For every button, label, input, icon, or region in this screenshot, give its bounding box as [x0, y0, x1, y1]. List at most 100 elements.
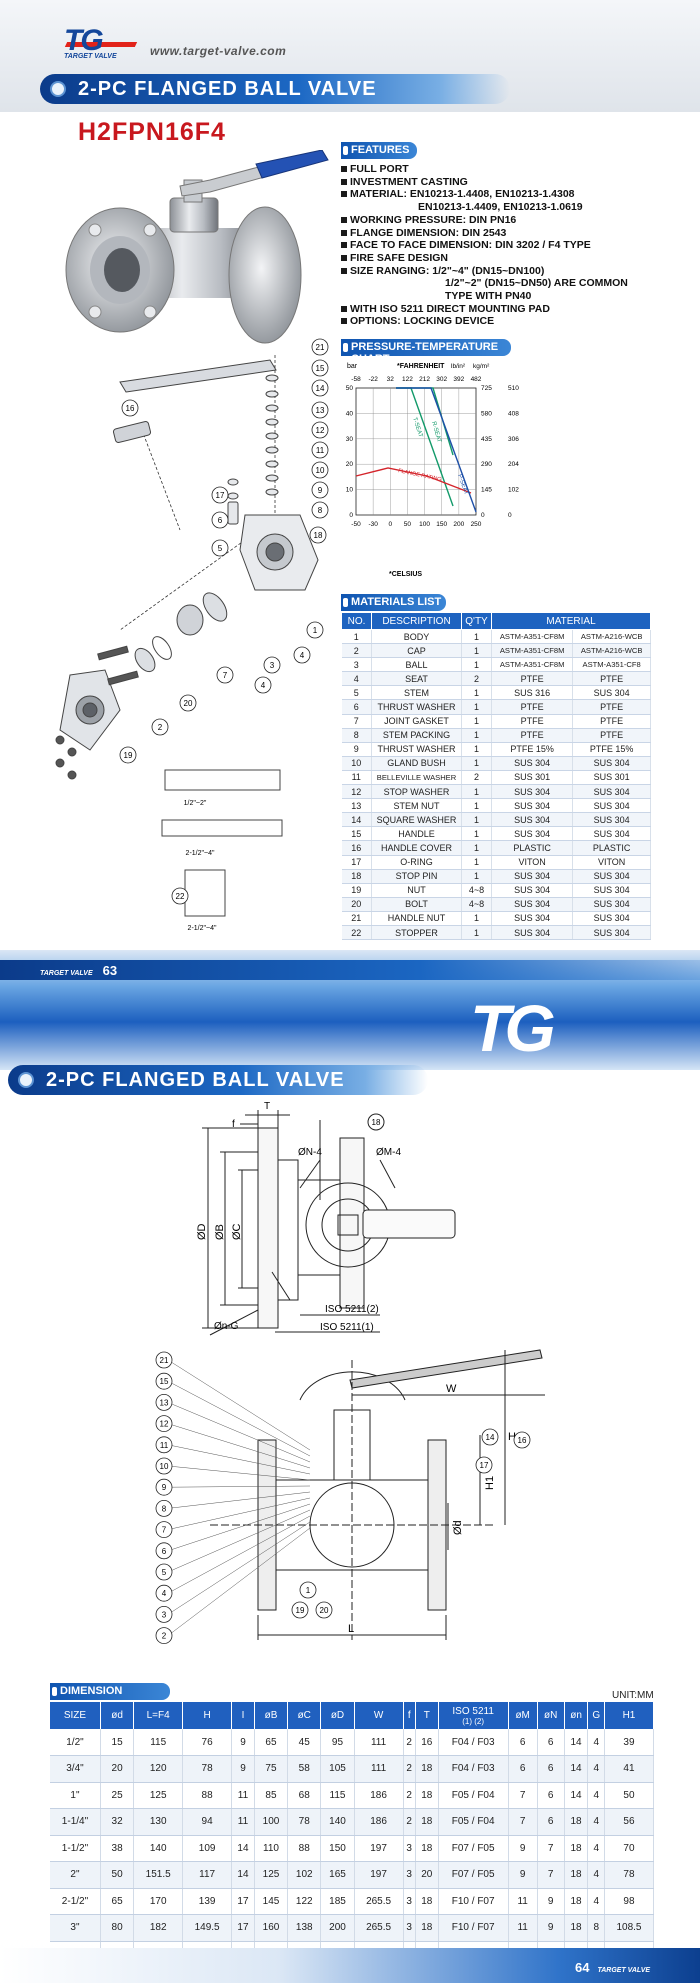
kg-unit-label: kg/m²: [473, 363, 490, 370]
leader-line: [167, 1465, 311, 1481]
fahrenheit-tick: -58: [351, 376, 361, 383]
callout-circle: [309, 526, 327, 544]
materials-cell: 19: [341, 883, 372, 898]
materials-cell: 1: [461, 657, 492, 673]
dimension-cell: 111: [354, 1755, 404, 1783]
callout-circle: [299, 1581, 317, 1599]
callout-circle: [155, 1436, 173, 1454]
celsius-tick: -30: [368, 521, 378, 528]
dimension-cell: 32: [100, 1808, 135, 1836]
materials-cell: ASTM-A216-WCB: [572, 643, 651, 659]
callout-circle: [311, 421, 329, 439]
materials-cell: SUS 304: [491, 883, 574, 898]
materials-cell: O-RING: [371, 855, 462, 870]
materials-cell: 14: [341, 812, 372, 828]
dimension-cell: F05 / F04: [438, 1808, 509, 1836]
dim-ob-label: ØB: [214, 1224, 226, 1240]
handle-size-label: 2-1/2"~4": [188, 925, 217, 932]
materials-cell: 1: [461, 685, 492, 701]
fahrenheit-tick: 482: [471, 376, 482, 383]
iso-5211-2-label: ISO 5211(2): [325, 1304, 379, 1315]
feature-item: WORKING PRESSURE: DIN PN16: [341, 214, 696, 227]
dimension-cell: 18: [564, 1861, 589, 1889]
materials-cell: ASTM-A351-CF8M: [491, 657, 574, 673]
dimension-cell: F04 / F03: [438, 1755, 509, 1783]
materials-header-row: NO. DESCRIPTION Q'TY MATERIAL: [341, 612, 651, 630]
dim-oc-label: ØC: [231, 1223, 243, 1240]
dimension-cell: 138: [287, 1914, 322, 1942]
chart-grid: [355, 387, 477, 516]
dimension-col-label: øC: [297, 1710, 311, 1721]
materials-cell: SUS 304: [572, 826, 651, 842]
materials-cell: SUS 304: [572, 685, 651, 701]
dimension-cell: 7: [508, 1808, 538, 1836]
dimension-cell: 4: [587, 1835, 605, 1862]
materials-cell: 1: [461, 699, 492, 715]
callout-circle: [155, 1521, 173, 1539]
dimension-col-header: øN: [537, 1702, 565, 1729]
dimension-cell: 15: [100, 1729, 135, 1756]
materials-cell: 4~8: [461, 897, 492, 912]
dimension-col-header: f: [403, 1702, 416, 1729]
materials-cell: 1: [461, 728, 492, 743]
dimension-col-label: øD: [330, 1710, 345, 1721]
callout-number: 18: [314, 531, 323, 540]
dimension-col-label: øN: [544, 1710, 558, 1721]
dimension-cell: 50: [100, 1861, 135, 1889]
materials-cell: SUS 304: [572, 812, 651, 828]
dimension-col-label: f: [407, 1710, 411, 1721]
dimension-cell: 16: [415, 1729, 439, 1756]
dimension-cell: 111: [354, 1729, 404, 1756]
dimension-cell: 149.5: [182, 1914, 233, 1942]
materials-cell: 2: [461, 671, 492, 687]
dimension-cell: 185: [320, 1888, 355, 1915]
callout-circle: [306, 621, 324, 639]
celsius-tick: -50: [351, 521, 361, 528]
callout-number: 21: [316, 343, 325, 352]
logo-text: TG: [64, 24, 104, 57]
dimension-cell: 14: [564, 1755, 589, 1783]
dimension-cell: 88: [182, 1782, 233, 1809]
callout-circle: [155, 1415, 173, 1432]
dimension-cell: 41: [604, 1755, 655, 1783]
bar-unit-label: bar: [347, 363, 358, 370]
dimension-cell: F10 / F07: [438, 1888, 509, 1915]
dimension-cell: 2": [50, 1861, 101, 1889]
callout-number: 8: [318, 506, 323, 515]
kg-tick: 204: [508, 461, 519, 468]
dimension-cell: F07 / F05: [438, 1835, 509, 1862]
callout-circle: [481, 1428, 499, 1446]
dimension-cell: 7: [537, 1861, 565, 1889]
materials-cell: 2: [461, 770, 492, 786]
callout-circle: [121, 399, 139, 417]
callout-number: 17: [216, 491, 225, 500]
materials-cell: SUS 304: [572, 911, 651, 926]
callout-number: 16: [518, 1436, 527, 1445]
materials-cell: STEM NUT: [371, 798, 462, 814]
dimension-cell: 109: [182, 1835, 233, 1862]
dimension-cell: 4: [587, 1861, 605, 1889]
materials-cell: SUS 304: [572, 798, 651, 814]
callout-number: 10: [160, 1462, 169, 1471]
callout-circle: [311, 379, 329, 397]
materials-cell: BOLT: [371, 897, 462, 912]
callout-number: 12: [160, 1420, 169, 1429]
materials-cell: GLAND BUSH: [371, 756, 462, 771]
callout-number: 5: [218, 544, 223, 553]
callout-circle: [155, 1563, 173, 1581]
callout-number: 20: [320, 1606, 329, 1615]
page-number: 63: [102, 963, 118, 978]
callout-circle: [155, 1478, 173, 1496]
dimension-col-label: SIZE: [63, 1710, 87, 1721]
callout-number: 9: [318, 486, 323, 495]
model-number: H2FPN16F4: [78, 118, 226, 146]
callout-18: 18: [372, 1118, 381, 1127]
leader-line: [167, 1509, 311, 1573]
website-url[interactable]: www.target-valve.com: [150, 44, 287, 58]
dimension-cell: 58: [287, 1755, 322, 1783]
dimension-cell: 115: [133, 1729, 184, 1756]
